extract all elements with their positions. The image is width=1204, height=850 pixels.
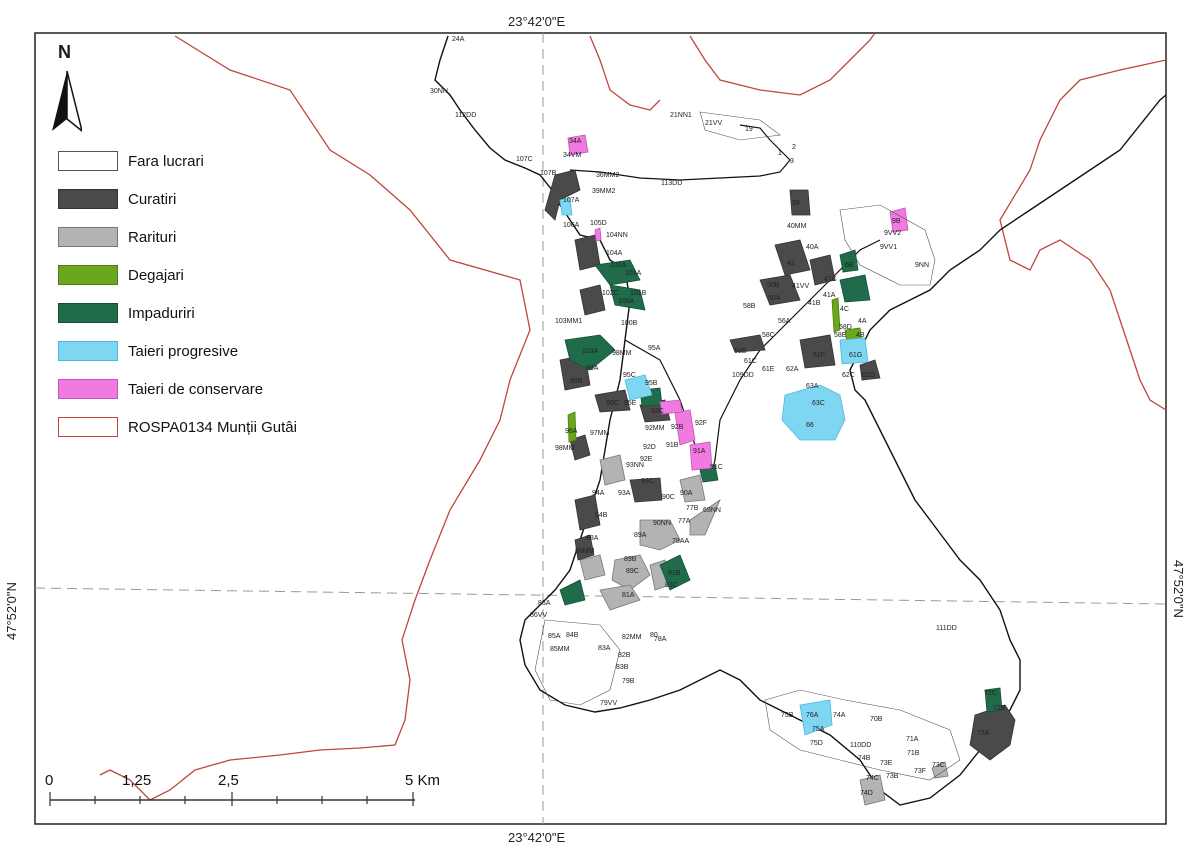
legend-item: Curatiri <box>58 180 297 218</box>
north-arrow-icon <box>52 70 82 132</box>
legend-label: Degajari <box>128 266 184 284</box>
parcels-fara-lucrari <box>534 111 961 781</box>
legend-label: Impaduriri <box>128 304 195 322</box>
legend-label: Curatiri <box>128 190 177 208</box>
graticule-parallel <box>34 587 1167 605</box>
scale-bar <box>49 792 415 806</box>
map-frame <box>34 32 1167 825</box>
legend: Fara lucrari Curatiri Rarituri Degajari … <box>58 142 297 446</box>
legend-label: Rarituri <box>128 228 177 246</box>
legend-item: Impaduriri <box>58 294 297 332</box>
legend-item: Rarituri <box>58 218 297 256</box>
legend-swatch <box>58 341 118 361</box>
legend-item: Taieri de conservare <box>58 370 297 408</box>
legend-swatch <box>58 303 118 323</box>
legend-swatch <box>58 417 118 437</box>
parcels-impaduriri <box>559 249 1003 713</box>
legend-item: ROSPA0134 Munții Gutâi <box>58 408 297 446</box>
legend-swatch <box>58 265 118 285</box>
legend-swatch <box>58 227 118 247</box>
legend-swatch <box>58 151 118 171</box>
lat-label-left: 47°52'0"N <box>4 582 19 640</box>
scale-label-1: 1,25 <box>122 772 152 789</box>
parcels-rarituri <box>579 454 949 806</box>
legend-swatch <box>58 379 118 399</box>
legend-label: Taieri progresive <box>128 342 239 360</box>
legend-item: Degajari <box>58 256 297 294</box>
parcels-taieri-progresive <box>559 197 869 736</box>
legend-label: Fara lucrari <box>128 152 204 170</box>
parcels-taieri-conservare <box>567 134 909 471</box>
legend-label: ROSPA0134 Munții Gutâi <box>128 418 297 436</box>
legend-item: Fara lucrari <box>58 142 297 180</box>
lat-label-right: 47°52'0"N <box>1171 560 1186 618</box>
rospa-boundary <box>99 32 1167 801</box>
legend-swatch <box>58 189 118 209</box>
north-label: N <box>58 42 71 62</box>
lon-label-bottom: 23°42'0"E <box>508 830 566 845</box>
parcels-curatiri <box>544 169 1016 761</box>
legend-label: Taieri de conservare <box>128 380 264 398</box>
scale-label-0: 0 <box>45 772 54 789</box>
scale-label-3: 5 Km <box>405 772 441 789</box>
legend-item: Taieri progresive <box>58 332 297 370</box>
upper-boundary <box>569 124 791 181</box>
scale-label-2: 2,5 <box>218 772 239 789</box>
lon-label-top: 23°42'0"E <box>508 14 566 29</box>
